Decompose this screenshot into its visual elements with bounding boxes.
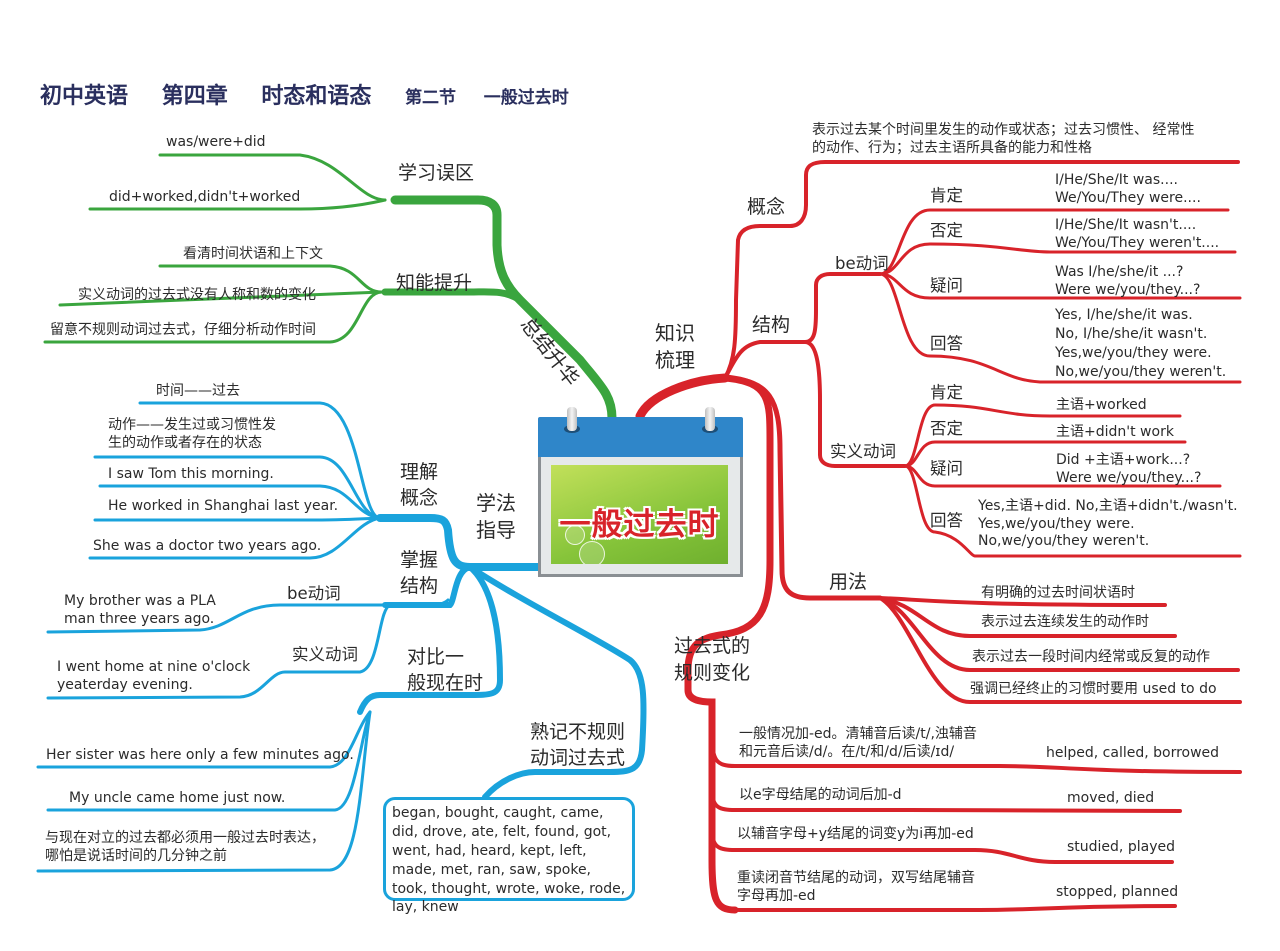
understand-item: 动作——发生过或习惯性发 生的动作或者存在的状态 [108, 417, 276, 451]
understand-item: 时间——过去 [156, 383, 240, 399]
title-topic: 时态和语态 [261, 84, 372, 109]
nv-affirm-text: 主语+worked [1056, 397, 1147, 413]
usage-item: 有明确的过去时间状语时 [981, 585, 1135, 601]
nv-question-text: Did +主语+work...? Were we/you/they...? [1056, 452, 1202, 486]
concept-label: 概念 [747, 196, 786, 218]
contrast-item: 与现在对立的过去都必须用一般过去时表达， 哪怕是说话时间的几分钟之前 [45, 830, 325, 864]
be-negative-label: 否定 [930, 221, 963, 240]
structure-label: 结构 [752, 314, 791, 336]
be-affirm-label: 肯定 [930, 186, 963, 205]
title-course: 初中英语 [40, 84, 129, 109]
mistake-item: was/were+did [166, 134, 266, 150]
regular-rule: 以辅音字母+y结尾的词变y为i再加-ed [737, 826, 974, 842]
knowledge-label: 知识 梳理 [655, 321, 695, 372]
title-section: 第二节 [405, 88, 457, 108]
understand-label: 理解 概念 [400, 461, 439, 509]
page-title: 初中英语 第四章 时态和语态 第二节 一般过去时 [40, 78, 589, 110]
improve-label: 知能提升 [396, 272, 473, 294]
nv-answer-label: 回答 [930, 511, 963, 530]
notional-verb-label: 实义动词 [830, 442, 896, 461]
improve-item: 看清时间状语和上下文 [183, 246, 323, 262]
contrast-item: Her sister was here only a few minutes a… [46, 747, 354, 763]
title-chapter: 第四章 [161, 84, 228, 109]
nv-negative-label: 否定 [930, 419, 963, 438]
nv-negative-text: 主语+didn't work [1056, 424, 1174, 440]
practice-nv-label: 实义动词 [292, 645, 358, 664]
mistakes-label: 学习误区 [398, 162, 475, 184]
be-question-text: Was I/he/she/it ...? Were we/you/they...… [1055, 264, 1201, 298]
improve-item: 实义动词的过去式没有人称和数的变化 [78, 287, 316, 303]
practice-be-example: My brother was a PLA man three years ago… [64, 593, 216, 627]
usage-label: 用法 [829, 571, 868, 593]
improve-item: 留意不规则动词过去式，仔细分析动作时间 [50, 322, 316, 338]
be-question-label: 疑问 [930, 276, 963, 295]
concept-text: 表示过去某个时间里发生的动作或状态；过去习惯性、 经常性 的动作、行为；过去主语… [812, 122, 1195, 156]
method-label: 学法 指导 [476, 491, 516, 542]
understand-item: He worked in Shanghai last year. [108, 498, 339, 514]
calendar-icon [538, 407, 743, 457]
title-lesson: 一般过去时 [483, 88, 569, 108]
understand-item: She was a doctor two years ago. [93, 538, 322, 554]
be-affirm-text: I/He/She/It was.... We/You/They were.... [1055, 172, 1201, 206]
red-branch-lines [635, 160, 1242, 914]
center-node: 一般过去时 [538, 407, 743, 577]
nv-affirm-label: 肯定 [930, 383, 963, 402]
usage-item: 表示过去连续发生的动作时 [981, 614, 1149, 630]
be-answer-text: Yes, I/he/she/it was. No, I/he/she/it wa… [1055, 307, 1227, 380]
center-label: 一般过去时 [559, 507, 720, 543]
be-answer-label: 回答 [930, 334, 963, 353]
practice-nv-example: I went home at nine o'clock yeaterday ev… [57, 659, 251, 693]
usage-item: 表示过去一段时间内经常或反复的动作 [972, 649, 1210, 665]
nv-answer-text: Yes,主语+did. No,主语+didn't./wasn't. Yes,we… [978, 498, 1238, 549]
structure-practice-label: 掌握 结构 [400, 549, 439, 597]
irregular-verb-list: began, bought, caught, came, did, drove,… [383, 797, 635, 915]
regular-rule: 以e字母结尾的动词后加-d [739, 787, 902, 803]
nv-question-label: 疑问 [930, 459, 963, 478]
blue-branch-lines [36, 401, 647, 873]
contrast-item: My uncle came home just now. [69, 790, 286, 806]
regular-rule: 重读闭音节结尾的动词，双写结尾辅音 字母再加-ed [737, 870, 975, 904]
regular-example: studied, played [1067, 839, 1175, 855]
contrast-label: 对比一 般现在时 [407, 646, 484, 694]
regular-example: helped, called, borrowed [1046, 745, 1220, 761]
understand-item: I saw Tom this morning. [108, 466, 274, 482]
be-negative-text: I/He/She/It wasn't.... We/You/They weren… [1055, 217, 1220, 251]
mistake-item: did+worked,didn't+worked [109, 189, 301, 205]
regular-label: 过去式的 规则变化 [674, 635, 751, 684]
green-branch-lines [43, 153, 617, 423]
regular-example: moved, died [1067, 790, 1155, 806]
usage-item: 强调已经终止的习惯时要用 used to do [970, 681, 1217, 697]
regular-rule: 一般情况加-ed。清辅音后读/t/,浊辅音 和元音后读/d/。在/t/和/d/后… [739, 726, 977, 760]
be-verb-label: be动词 [835, 254, 889, 273]
regular-example: stopped, planned [1056, 884, 1179, 900]
irregular-label: 熟记不规则 动词过去式 [530, 721, 626, 769]
practice-be-label: be动词 [287, 584, 341, 603]
